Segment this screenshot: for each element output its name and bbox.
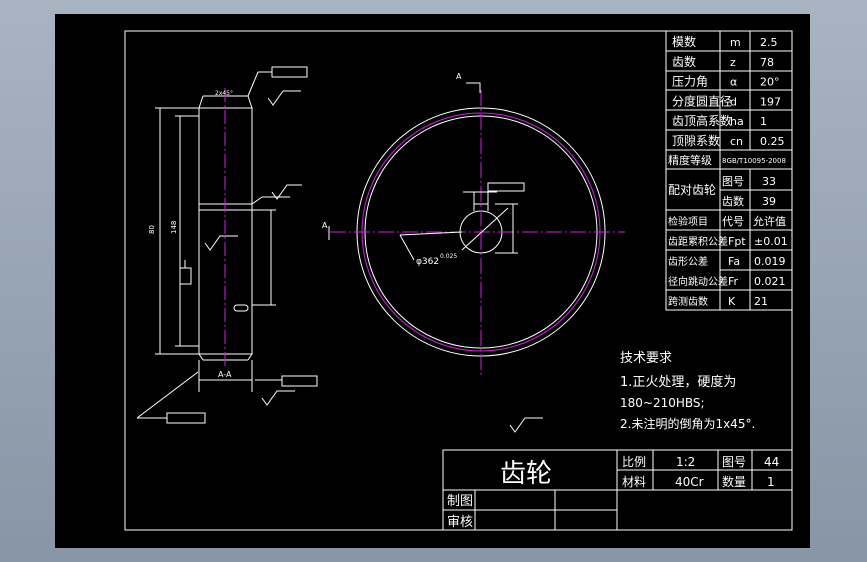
param-symbol: d [730, 95, 737, 108]
inspection-label: 跨测齿数 [668, 295, 708, 308]
diameter-tolerance: 0.025 [440, 253, 457, 260]
dim-inner-label: 148 [170, 221, 178, 234]
part-name: 齿轮 [500, 459, 552, 489]
notes-line-1: 1.正火处理，硬度为 [620, 374, 736, 390]
mating-r1-sym: 图号 [722, 175, 744, 188]
front-view [328, 82, 625, 375]
section-arrow-top: A [456, 72, 462, 81]
param-value: 1 [760, 115, 767, 128]
param-value: 2.5 [760, 36, 778, 49]
inspection-label: 齿距累积公差 [668, 235, 728, 248]
parameter-table-grid [665, 30, 793, 311]
param-name: 分度圆直径 [672, 93, 732, 108]
drawing-no-label: 图号 [722, 455, 746, 469]
inspection-label: 径向跳动公差 [668, 275, 728, 288]
inspection-symbol: Fa [728, 255, 740, 268]
param-value: 78 [760, 56, 774, 69]
inspection-symbol: K [728, 295, 736, 308]
param-name: 模数 [672, 34, 696, 49]
param-name: 齿顶高系数 [672, 113, 732, 128]
param-symbol: α [730, 76, 737, 89]
param-symbol: cn [730, 135, 743, 148]
mating-r1-val: 33 [762, 175, 776, 188]
param-symbol: m [730, 36, 741, 49]
accuracy-label: 精度等级 [668, 153, 712, 167]
param-value: 20° [760, 76, 780, 89]
inspection-header-val: 允许值 [753, 214, 786, 228]
param-symbol: z [730, 56, 736, 69]
inspection-symbol: Fr [728, 275, 739, 288]
chamfer-label: 2x45° [215, 90, 233, 97]
inspection-symbol: Fpt [728, 235, 746, 248]
qty-value: 1 [767, 475, 775, 489]
inspection-header-label: 检验项目 [668, 215, 708, 228]
param-name: 顶隙系数 [672, 133, 720, 148]
keyway [473, 203, 489, 211]
param-value: 197 [760, 95, 781, 108]
checked-label: 审核 [447, 515, 473, 530]
section-arrow-left: A [322, 221, 328, 230]
inspection-header-sym: 代号 [722, 215, 744, 228]
material-label: 材料 [622, 475, 646, 489]
drawing-canvas [55, 14, 810, 548]
param-symbol: ha [730, 115, 744, 128]
inspection-value: ±0.01 [754, 235, 788, 248]
mating-r2-sym: 齿数 [722, 195, 744, 208]
title-block-grid [442, 449, 793, 531]
notes-line-2: 180~210HBS; [620, 396, 705, 410]
param-name: 齿数 [672, 54, 696, 69]
param-value: 0.25 [760, 135, 785, 148]
dim-length-label: 80 [148, 225, 156, 234]
inspection-value: 21 [754, 295, 768, 308]
material-value: 40Cr [675, 475, 704, 489]
diameter-label: φ362 [416, 257, 439, 267]
notes-line-3: 2.未注明的倒角为1x45°. [620, 416, 755, 431]
inspection-label: 齿形公差 [668, 255, 708, 268]
inspection-value: 0.019 [754, 255, 786, 268]
drawing-no-value: 44 [764, 455, 779, 469]
roughness-symbols [204, 90, 543, 433]
scale-value: 1:2 [676, 455, 695, 469]
qty-label: 数量 [722, 474, 746, 489]
scale-label: 比例 [622, 455, 646, 469]
section-label: A-A [218, 370, 232, 379]
mating-r2-val: 39 [762, 195, 776, 208]
accuracy-value: 8GB/T10095-2008 [722, 157, 786, 165]
mating-label: 配对齿轮 [668, 183, 716, 197]
notes-title: 技术要求 [620, 351, 672, 366]
param-name: 压力角 [672, 75, 708, 89]
drawn-label: 制图 [447, 494, 473, 509]
inspection-value: 0.021 [754, 275, 786, 288]
